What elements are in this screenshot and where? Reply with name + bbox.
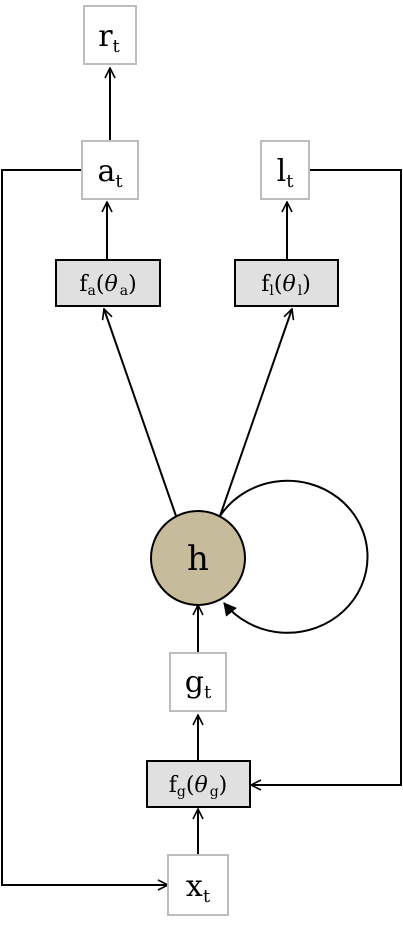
func-fa-base: f <box>79 272 89 297</box>
func-fl-open: ( <box>274 272 283 297</box>
func-fa-theta: θ <box>104 272 117 297</box>
node-l-base: l <box>277 154 287 189</box>
edge-a-to-x-loop <box>1 169 168 885</box>
node-h-circle <box>150 510 246 606</box>
func-fa-close: ) <box>128 272 137 297</box>
node-x-sub: t <box>203 886 211 907</box>
edge-h-to-fa <box>104 309 177 517</box>
svg-text:at: at <box>97 154 123 192</box>
node-r-sub: t <box>113 36 121 57</box>
func-fl-sub: l <box>269 283 274 299</box>
node-h-label: h <box>187 539 209 579</box>
node-g: gt <box>169 652 227 712</box>
svg-text:fl(θl): fl(θl) <box>261 272 311 299</box>
func-fa-open: ( <box>96 272 105 297</box>
func-fa-sub: a <box>88 283 96 299</box>
func-fg-open: ( <box>186 773 195 798</box>
func-fg-close: ) <box>219 773 228 798</box>
svg-text:rt: rt <box>98 19 120 57</box>
svg-text:gt: gt <box>185 665 212 703</box>
func-fa-theta-sub: a <box>120 283 128 299</box>
edge-l-to-fg-loop <box>251 169 402 785</box>
node-g-base: g <box>185 665 204 700</box>
func-fg-sub: g <box>177 784 186 800</box>
node-x-base: x <box>186 869 203 904</box>
node-a: at <box>81 140 139 200</box>
node-r: rt <box>83 5 137 65</box>
svg-text:fg(θg): fg(θg) <box>169 773 228 800</box>
node-h: h <box>150 510 246 606</box>
svg-text:xt: xt <box>186 869 211 907</box>
edge-h-self-loop <box>219 479 369 634</box>
node-a-base: a <box>97 154 115 189</box>
node-x: xt <box>167 854 229 916</box>
func-fg-theta-sub: g <box>210 784 219 800</box>
edge-h-to-fl <box>219 309 292 517</box>
node-l-sub: t <box>286 171 294 192</box>
func-fl-base: f <box>261 272 271 297</box>
node-g-sub: t <box>204 682 212 703</box>
svg-text:lt: lt <box>277 154 295 192</box>
svg-text:fa(θa): fa(θa) <box>79 272 136 299</box>
node-r-base: r <box>98 19 113 54</box>
func-fl-close: ) <box>302 272 311 297</box>
func-fg-theta: θ <box>194 773 207 798</box>
func-fg-base: f <box>169 773 179 798</box>
node-l: lt <box>260 140 310 200</box>
func-fl-theta-sub: l <box>298 283 303 299</box>
func-fl-theta: θ <box>282 272 295 297</box>
node-a-sub: t <box>115 171 123 192</box>
